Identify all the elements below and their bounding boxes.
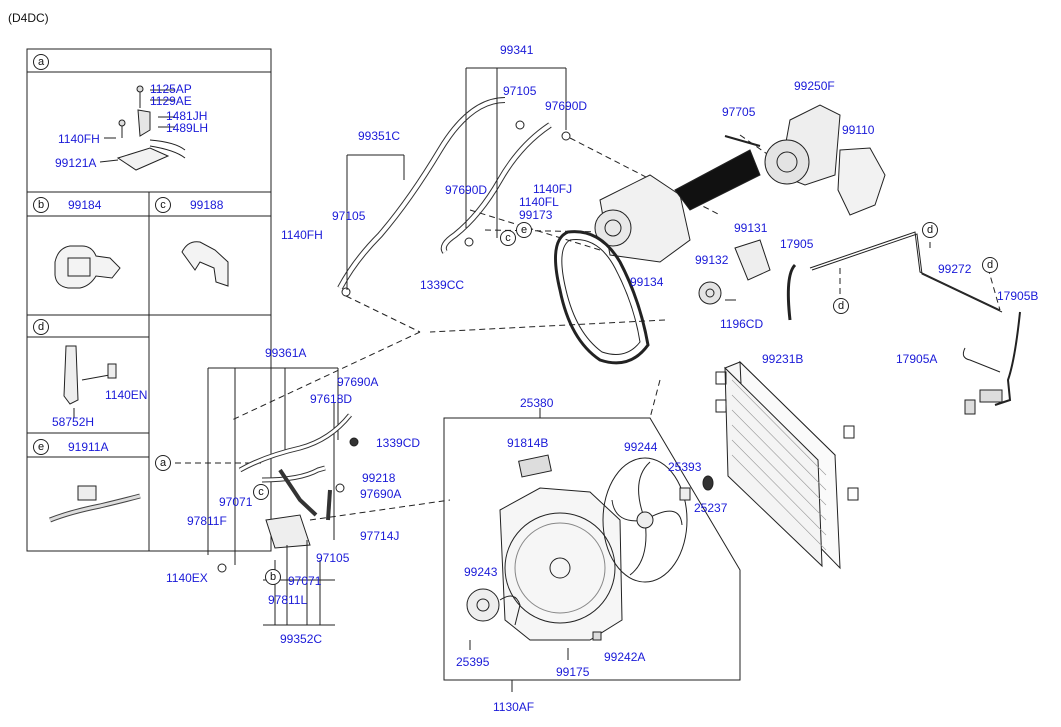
callout-c-lower[interactable]: c	[253, 484, 269, 500]
part-label-99242A[interactable]: 99242A	[604, 650, 646, 664]
part-label-99341[interactable]: 99341	[500, 43, 534, 57]
callout-a[interactable]: a	[155, 455, 171, 471]
callout-c-upper[interactable]: c	[500, 230, 516, 246]
part-label-97690A-1[interactable]: 97690A	[337, 375, 379, 389]
part-label-97811L[interactable]: 97811L	[268, 593, 308, 607]
part-label-25237[interactable]: 25237	[694, 501, 728, 515]
callout-d-2[interactable]: d	[922, 222, 938, 238]
legend-part-b[interactable]: 99184	[68, 198, 102, 212]
part-label-99243[interactable]: 99243	[464, 565, 498, 579]
part-label-97618D[interactable]: 97618D	[310, 392, 353, 406]
hose-assembly-top	[337, 67, 571, 297]
part-label-1129AE[interactable]: 1129AE	[150, 94, 192, 108]
idler-pulley-drawing	[698, 239, 771, 305]
part-label-99173[interactable]: 99173	[519, 208, 553, 222]
fan-shroud-drawing	[499, 487, 623, 641]
part-label-99175[interactable]: 99175	[556, 665, 590, 679]
callout-b[interactable]: b	[265, 569, 281, 585]
clip-b-drawing	[54, 245, 121, 289]
fan-box	[443, 408, 741, 681]
part-label-97690A-2[interactable]: 97690A	[360, 487, 402, 501]
part-label-1140FH-main[interactable]: 1140FH	[281, 228, 323, 242]
condenser-drawing	[715, 360, 859, 570]
part-label-1140FJ[interactable]: 1140FJ	[533, 182, 573, 196]
part-label-97105-left[interactable]: 97105	[332, 209, 366, 223]
callout-e[interactable]: e	[516, 222, 532, 238]
part-label-25380[interactable]: 25380	[520, 396, 554, 410]
part-label-99361A[interactable]: 99361A	[265, 346, 307, 360]
part-label-97071-1[interactable]: 97071	[219, 495, 253, 509]
small-parts-drawing	[469, 454, 714, 692]
part-label-97811F[interactable]: 97811F	[187, 514, 227, 528]
part-label-17905[interactable]: 17905	[780, 237, 814, 251]
part-label-17905A[interactable]: 17905A	[896, 352, 938, 366]
part-label-99131[interactable]: 99131	[734, 221, 768, 235]
clip-c-drawing	[181, 241, 229, 287]
part-label-99351C[interactable]: 99351C	[358, 129, 401, 143]
legend-letter-d: d	[33, 319, 49, 335]
part-label-1339CC[interactable]: 1339CC	[420, 278, 465, 292]
part-label-1140EN[interactable]: 1140EN	[105, 388, 148, 402]
part-label-99250F[interactable]: 99250F	[794, 79, 835, 93]
part-label-1339CD[interactable]: 1339CD	[376, 436, 421, 450]
part-label-99231B[interactable]: 99231B	[762, 352, 804, 366]
legend-part-c[interactable]: 99188	[190, 198, 224, 212]
callout-d-1[interactable]: d	[833, 298, 849, 314]
part-label-25395[interactable]: 25395	[456, 655, 490, 669]
compressor-drawing	[594, 149, 761, 263]
part-label-17905B[interactable]: 17905B	[997, 289, 1039, 303]
drive-belt-drawing	[554, 230, 650, 365]
part-label-97105-top[interactable]: 97105	[503, 84, 537, 98]
legend-letter-c: c	[155, 197, 171, 213]
part-label-97105-low[interactable]: 97105	[316, 551, 350, 565]
part-label-1481JH[interactable]: 1481JH	[166, 109, 208, 123]
part-label-97071-2[interactable]: 97071	[288, 574, 322, 588]
part-label-1125AP[interactable]: 1125AP	[150, 82, 192, 96]
fan-motor-drawing	[466, 588, 521, 626]
part-label-1140FH-a[interactable]: 1140FH	[58, 132, 100, 146]
part-label-99352C[interactable]: 99352C	[280, 632, 323, 646]
part-label-1140FL[interactable]: 1140FL	[519, 195, 559, 209]
clamp-bracket-drawing	[99, 85, 186, 171]
compressor-detail-drawing	[724, 104, 886, 216]
part-label-97690D-mid[interactable]: 97690D	[445, 183, 488, 197]
part-label-97705[interactable]: 97705	[722, 105, 756, 119]
part-label-1140EX[interactable]: 1140EX	[166, 571, 208, 585]
part-label-25393[interactable]: 25393	[668, 460, 702, 474]
fan-blade-drawing	[602, 457, 688, 583]
legend-letter-a: a	[33, 54, 49, 70]
bracket-d-drawing	[63, 345, 117, 418]
part-label-97690D-top[interactable]: 97690D	[545, 99, 588, 113]
legend-table	[26, 48, 272, 552]
part-label-1489LH[interactable]: 1489LH	[166, 121, 209, 135]
part-label-99218[interactable]: 99218	[362, 471, 396, 485]
part-label-99132[interactable]: 99132	[695, 253, 729, 267]
part-label-99121A[interactable]: 99121A	[55, 156, 97, 170]
part-label-97714J[interactable]: 97714J	[360, 529, 400, 543]
part-label-99272[interactable]: 99272	[938, 262, 972, 276]
part-label-99110[interactable]: 99110	[842, 123, 875, 137]
part-label-58752H[interactable]: 58752H	[52, 415, 95, 429]
part-label-99244[interactable]: 99244	[624, 440, 658, 454]
engine-code: (D4DC)	[8, 11, 49, 25]
callout-d-3[interactable]: d	[982, 257, 998, 273]
part-label-99134[interactable]: 99134	[630, 275, 664, 289]
legend-letter-b: b	[33, 197, 49, 213]
part-label-91814B[interactable]: 91814B	[507, 436, 549, 450]
legend-letter-e: e	[33, 439, 49, 455]
part-label-1196CD[interactable]: 1196CD	[720, 317, 764, 331]
leader-lines-lower	[309, 379, 661, 521]
legend-part-e[interactable]: 91911A	[68, 440, 109, 454]
pipe-right-drawing	[786, 231, 1021, 415]
part-label-1130AF[interactable]: 1130AF	[493, 700, 535, 714]
cable-tie-drawing	[49, 485, 141, 523]
